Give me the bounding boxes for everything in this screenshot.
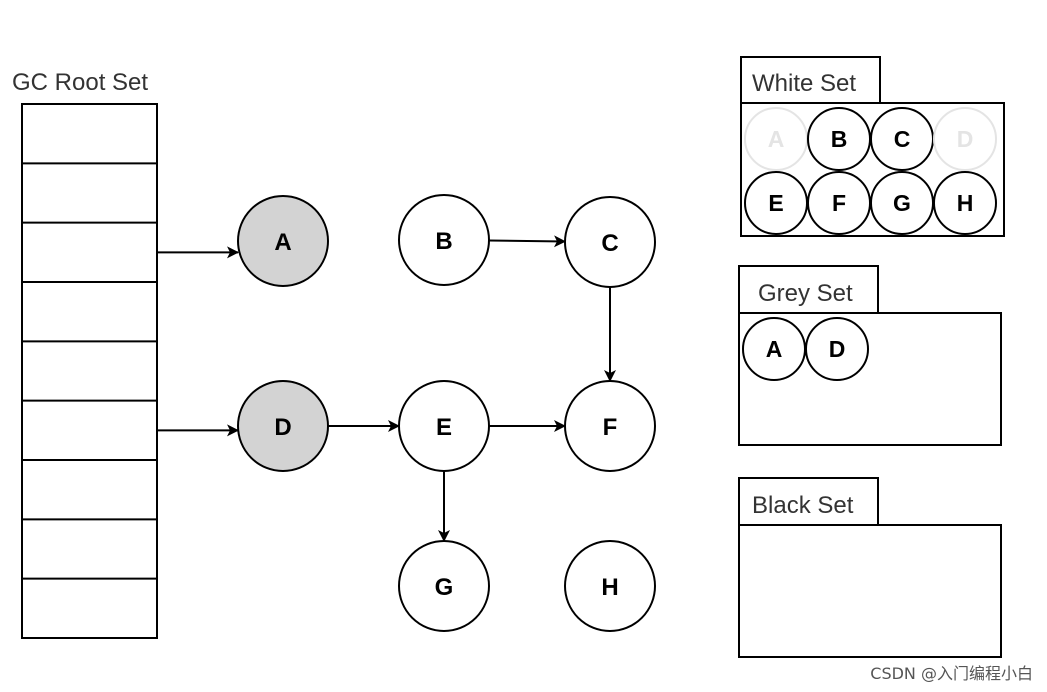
node-label: B	[435, 228, 452, 255]
node-circle	[564, 380, 656, 472]
node-circle	[398, 380, 490, 472]
set-member-label: D	[829, 336, 846, 362]
set-member-f: F	[807, 171, 871, 235]
root-set-title: GC Root Set	[12, 69, 148, 96]
node-circle	[564, 196, 656, 288]
set-member-circle	[933, 171, 997, 235]
set-member-label: C	[894, 126, 911, 152]
node-f: F	[564, 380, 656, 472]
set-member-b: B	[807, 107, 871, 171]
root-set-slots	[22, 162, 157, 580]
set-member-circle	[805, 317, 869, 381]
set-member-label: B	[831, 126, 848, 152]
set-member-d: D	[805, 317, 869, 381]
set-member-g: G	[870, 171, 934, 235]
watermark: CSDN @入门编程小白	[870, 664, 1033, 683]
node-circle	[398, 194, 490, 286]
node-label: C	[601, 230, 618, 257]
node-a: A	[237, 195, 329, 287]
node-circle	[237, 195, 329, 287]
node-label: E	[436, 414, 452, 441]
node-label: H	[601, 574, 618, 601]
node-b: B	[398, 194, 490, 286]
node-e: E	[398, 380, 490, 472]
heap-objects: A B C D E F G H	[237, 194, 656, 632]
grey-set-title: Grey Set	[758, 280, 853, 307]
black-set-tab	[738, 477, 879, 526]
set-member-h: H	[933, 171, 997, 235]
node-label: A	[274, 229, 291, 256]
reference-edges	[157, 235, 616, 542]
edge-b-to-c	[488, 235, 567, 248]
set-member-a: A	[742, 317, 806, 381]
set-member-c: C	[870, 107, 934, 171]
node-d: D	[237, 380, 329, 472]
node-circle	[237, 380, 329, 472]
set-member-circle	[933, 107, 997, 171]
set-member-label: A	[766, 336, 783, 362]
gc-root-set: GC Root Set	[12, 69, 158, 639]
grey-set-tab	[738, 265, 879, 314]
black-set-box	[738, 524, 1002, 658]
node-circle	[564, 540, 656, 632]
root-set-box	[21, 103, 158, 639]
node-g: G	[398, 540, 490, 632]
set-member-a: A	[744, 107, 808, 171]
node-circle	[398, 540, 490, 632]
white-set-tab	[740, 56, 881, 104]
set-member-label: A	[768, 126, 785, 152]
white-set-title: White Set	[752, 70, 856, 97]
set-member-label: E	[768, 190, 783, 216]
set-member-label: H	[957, 190, 974, 216]
white-set-members: A B C D E F G H	[744, 107, 997, 235]
node-label: D	[274, 414, 291, 441]
white-set: White Set A B C D E F G H	[740, 56, 1005, 237]
node-label: G	[435, 574, 454, 601]
set-member-label: D	[957, 126, 974, 152]
set-member-e: E	[744, 171, 808, 235]
set-member-label: G	[893, 190, 911, 216]
set-member-label: F	[832, 190, 846, 216]
node-h: H	[564, 540, 656, 632]
node-label: F	[603, 414, 618, 441]
black-set-title: Black Set	[752, 492, 854, 519]
black-set: Black Set	[738, 477, 1002, 658]
node-c: C	[564, 196, 656, 288]
set-member-d: D	[933, 107, 997, 171]
